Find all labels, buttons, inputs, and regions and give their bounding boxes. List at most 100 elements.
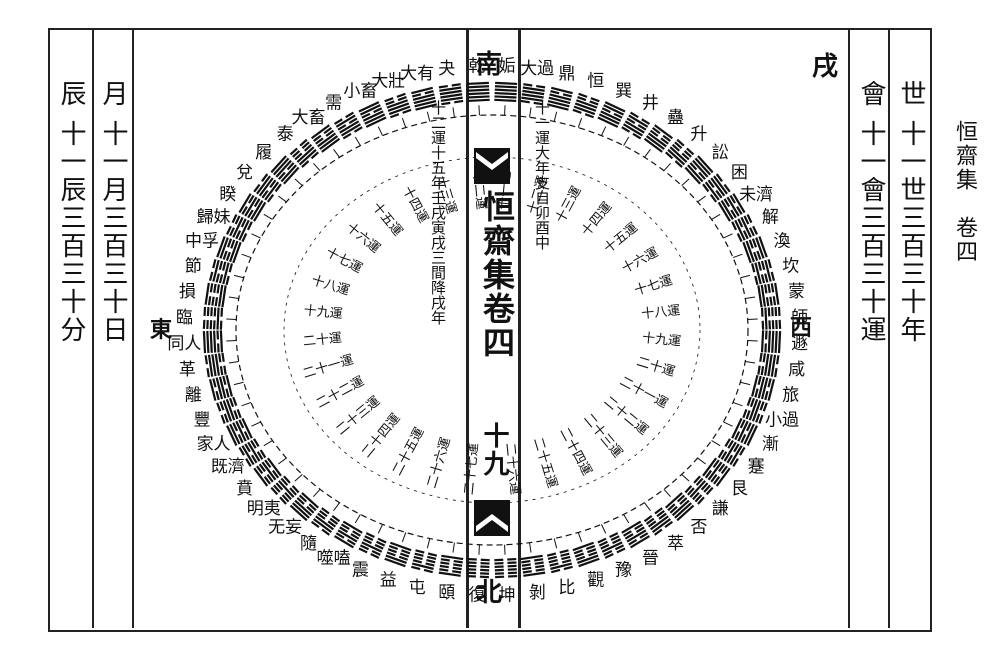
hexagram-line-broken [713, 476, 721, 485]
hexagram-line-broken [202, 319, 206, 329]
hexagram-symbol-left-0 [466, 81, 490, 103]
left-column-rule-2 [132, 30, 134, 628]
hexagram-line-solid [292, 502, 310, 519]
hexagram-line-solid [221, 285, 227, 308]
connector-tick [333, 502, 340, 512]
hexagram-line-broken [778, 319, 782, 329]
hexagram-line-broken [628, 538, 638, 546]
hexagram-line-broken [467, 568, 477, 571]
hexagram-line-broken [225, 388, 230, 398]
hexagram-line-broken [222, 261, 227, 271]
spine-rule-left [466, 30, 469, 628]
hexagram-line-broken [226, 225, 232, 235]
hexagram-line-broken [441, 101, 451, 106]
hexagram-line-solid [275, 159, 292, 178]
hexagram-line-solid [315, 515, 335, 531]
hexagram-line-broken [720, 451, 728, 460]
hexagram-line-broken [718, 463, 726, 473]
ring-label-left-15: 二十七運 [462, 442, 482, 495]
hexagram-line-broken [439, 568, 449, 572]
hexagram-line-broken [575, 555, 586, 561]
connector-tick [241, 253, 252, 259]
hexagram-line-broken [559, 549, 569, 554]
hexagram-line-broken [479, 575, 489, 579]
hexagram-line-broken [329, 517, 339, 525]
hexagram-line-broken [339, 526, 349, 533]
hexagram-line-broken [729, 194, 736, 204]
hexagram-line-solid [720, 200, 734, 221]
hexagram-line-broken [212, 378, 217, 388]
hexagram-line-solid [707, 461, 723, 481]
hexagram-name-left-2: 大有 [400, 64, 434, 84]
hexagram-line-solid [760, 330, 765, 353]
hexagram-line-broken [507, 557, 517, 561]
hexagram-line-solid [647, 132, 667, 148]
hexagram-line-broken [397, 95, 407, 102]
hexagram-line-broken [739, 446, 746, 456]
hexagram-line-solid [440, 93, 463, 99]
hexagram-name-left-10: 睽 [219, 185, 236, 205]
hexagram-line-broken [425, 562, 435, 567]
hexagram-line-broken [767, 307, 771, 317]
hexagram-symbol-left-24 [289, 492, 319, 522]
hexagram-line-broken [280, 477, 289, 486]
hexagram-line-broken [253, 438, 260, 448]
hexagram-line-solid [228, 240, 239, 263]
hexagram-line-broken [723, 198, 731, 208]
hexagram-line-solid [342, 520, 363, 534]
hexagram-line-broken [241, 233, 248, 243]
hexagram-line-broken [634, 523, 644, 531]
hexagram-symbol-left-5 [333, 111, 363, 140]
hexagram-line-solid [219, 237, 229, 259]
hexagram-symbol-left-14 [204, 282, 227, 308]
hexagram-line-solid [411, 86, 433, 95]
hexagram-line-broken [560, 552, 570, 557]
hexagram-symbol-right-19 [742, 396, 768, 424]
hexagram-line-broken [412, 559, 423, 564]
hexagram-line-solid [414, 99, 437, 108]
connector-tick [644, 148, 651, 158]
connector-tick [278, 195, 287, 203]
hexagram-line-solid [241, 417, 253, 439]
hexagram-line-broken [674, 141, 683, 150]
hexagram-line-solid [289, 504, 308, 522]
hexagram-line-broken [754, 275, 759, 286]
hexagram-line-solid [697, 155, 714, 174]
hexagram-line-broken [289, 147, 298, 156]
hexagram-line-broken [232, 396, 238, 406]
hexagram-line-broken [209, 283, 214, 293]
hexagram-symbol-right-8 [684, 155, 714, 185]
hexagram-line-broken [755, 413, 761, 423]
hexagram-line-broken [212, 320, 216, 330]
hexagram-line-broken [561, 559, 572, 564]
hexagram-line-solid [339, 120, 360, 134]
connector-tick [233, 381, 244, 386]
hexagram-line-broken [689, 162, 698, 171]
hexagram-line-broken [651, 126, 661, 135]
hexagram-line-broken [223, 365, 227, 375]
connector-tick [529, 542, 532, 553]
hexagram-line-solid [549, 93, 572, 101]
right-column-hui: 會十一會三百三十運 [856, 80, 886, 344]
hexagram-name-right-21: 蹇 [748, 457, 765, 477]
hexagram-line-solid [439, 86, 462, 92]
hexagram-line-solid [413, 96, 436, 105]
hexagram-line-broken [520, 99, 530, 104]
hexagram-line-solid [760, 377, 769, 400]
hexagram-line-broken [561, 555, 571, 561]
hexagram-line-broken [362, 538, 372, 545]
hexagram-line-broken [238, 446, 245, 456]
hexagram-line-broken [225, 251, 231, 261]
hexagram-symbol-right-20 [731, 417, 758, 446]
hexagram-line-broken [757, 375, 762, 386]
hexagram-line-broken [352, 530, 361, 537]
hexagram-line-broken [754, 388, 759, 398]
hexagram-line-broken [452, 566, 462, 571]
hexagram-line-solid [623, 123, 644, 137]
hexagram-name-right-25: 萃 [667, 534, 684, 554]
hexagram-line-broken [604, 553, 614, 559]
hexagram-name-right-28: 觀 [587, 571, 604, 591]
hexagram-symbol-right-17 [757, 352, 780, 378]
hexagram-line-solid [630, 535, 651, 549]
hexagram-name-left-23: 明夷 [247, 499, 281, 519]
